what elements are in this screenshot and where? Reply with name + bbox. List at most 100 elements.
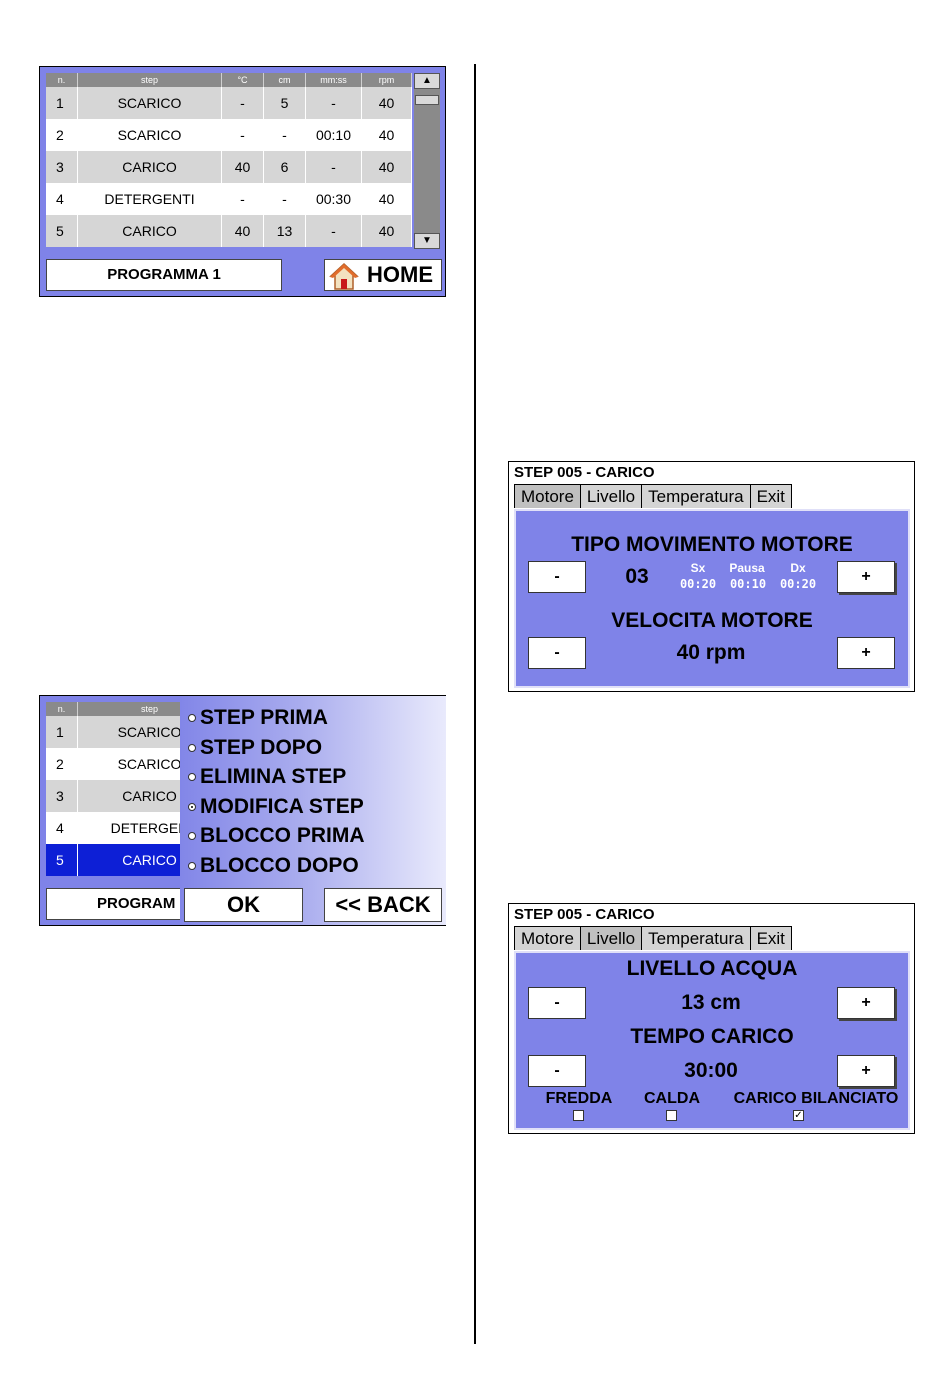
tab-motore[interactable]: Motore xyxy=(514,926,581,950)
movement-minus-button[interactable]: - xyxy=(528,561,586,593)
cell-n: 1 xyxy=(46,716,78,748)
cell-step: SCARICO xyxy=(78,87,222,119)
cell-cm: 6 xyxy=(264,151,306,183)
menu-item-blocco-dopo[interactable]: BLOCCO DOPO xyxy=(188,852,359,880)
tab-motore[interactable]: Motore xyxy=(514,484,581,508)
header-n: n. xyxy=(46,73,78,87)
cell-rpm: 40 xyxy=(362,119,412,151)
cell-time: 00:10 xyxy=(306,119,362,151)
header-n: n. xyxy=(46,702,78,716)
cell-cm: 5 xyxy=(264,87,306,119)
level-panel: LIVELLO ACQUA - 13 cm + TEMPO CARICO - 3… xyxy=(514,951,910,1130)
cell-time: - xyxy=(306,87,362,119)
program-table-screen: n. step °C cm mm:ss rpm 1 SCARICO - 5 - … xyxy=(39,66,446,297)
checkbox-calda[interactable] xyxy=(666,1110,677,1121)
menu-item-blocco-prima[interactable]: BLOCCO PRIMA xyxy=(188,822,365,850)
step-level-screen: STEP 005 - CARICO Motore Livello Tempera… xyxy=(508,903,915,1134)
cell-temp: 40 xyxy=(222,215,264,247)
cell-n: 1 xyxy=(46,87,78,119)
radio-selected-icon xyxy=(188,803,196,811)
ok-button[interactable]: OK xyxy=(184,888,303,922)
cell-n: 2 xyxy=(46,748,78,780)
fill-time-minus-button[interactable]: - xyxy=(528,1055,586,1087)
motor-panel: TIPO MOVIMENTO MOTORE - 03 Sx Pausa Dx 0… xyxy=(514,509,910,688)
menu-item-label: BLOCCO DOPO xyxy=(200,854,359,877)
cell-temp: - xyxy=(222,87,264,119)
cell-n: 4 xyxy=(46,183,78,215)
dx-label: Dx xyxy=(790,561,806,575)
pausa-value: 00:10 xyxy=(729,577,767,591)
fill-time-value: 30:00 xyxy=(684,1059,738,1082)
check-label-carico-bilanciato: CARICO BILANCIATO xyxy=(733,1090,899,1107)
home-icon xyxy=(329,262,359,290)
menu-item-elimina-step[interactable]: ELIMINA STEP xyxy=(188,763,346,791)
cell-step: CARICO xyxy=(78,151,222,183)
cell-n: 5 xyxy=(46,215,78,247)
checkbox-fredda[interactable] xyxy=(573,1110,584,1121)
level-plus-button[interactable]: + xyxy=(837,987,895,1019)
movement-heading: TIPO MOVIMENTO MOTORE xyxy=(571,533,853,556)
sx-value: 00:20 xyxy=(679,577,717,591)
tab-exit[interactable]: Exit xyxy=(749,926,792,950)
header-time: mm:ss xyxy=(306,73,362,87)
table-row[interactable]: 1 SCARICO - 5 - 40 xyxy=(46,87,412,119)
scroll-up-icon[interactable]: ▲ xyxy=(414,73,440,89)
tab-temperatura[interactable]: Temperatura xyxy=(641,926,751,950)
home-button[interactable]: HOME xyxy=(324,259,442,291)
tab-temperatura[interactable]: Temperatura xyxy=(641,484,751,508)
speed-plus-button[interactable]: + xyxy=(837,637,895,669)
checkbox-carico-bilanciato[interactable]: ✓ xyxy=(793,1110,804,1121)
menu-item-step-prima[interactable]: STEP PRIMA xyxy=(188,704,328,732)
radio-icon xyxy=(188,832,196,840)
cell-rpm: 40 xyxy=(362,87,412,119)
tab-bar: Motore Livello Temperatura Exit xyxy=(514,484,792,508)
fill-time-plus-button[interactable]: + xyxy=(837,1055,895,1087)
tab-livello[interactable]: Livello xyxy=(579,484,643,508)
cell-n: 3 xyxy=(46,780,78,812)
page-divider xyxy=(474,64,476,1344)
speed-value: 40 rpm xyxy=(676,641,746,664)
cell-cm: - xyxy=(264,183,306,215)
speed-minus-button[interactable]: - xyxy=(528,637,586,669)
menu-item-modifica-step[interactable]: MODIFICA STEP xyxy=(188,793,364,821)
radio-icon xyxy=(188,862,196,870)
scroll-thumb[interactable] xyxy=(415,95,439,105)
cell-step: CARICO xyxy=(78,215,222,247)
table-row[interactable]: 2 SCARICO - - 00:10 40 xyxy=(46,119,412,151)
cell-rpm: 40 xyxy=(362,215,412,247)
dx-value: 00:20 xyxy=(779,577,817,591)
cell-time: - xyxy=(306,215,362,247)
cell-temp: - xyxy=(222,119,264,151)
table-scrollbar[interactable]: ▲ ▼ xyxy=(414,73,440,249)
tab-livello[interactable]: Livello xyxy=(579,926,643,950)
cell-temp: 40 xyxy=(222,151,264,183)
program-name-button[interactable]: PROGRAMMA 1 xyxy=(46,259,282,291)
header-temp: °C xyxy=(222,73,264,87)
movement-value: 03 xyxy=(625,565,649,588)
cell-n: 3 xyxy=(46,151,78,183)
back-button[interactable]: << BACK xyxy=(324,888,442,922)
fill-time-heading: TEMPO CARICO xyxy=(630,1025,794,1048)
table-body: 1 SCARICO - 5 - 40 2 SCARICO - - 00:10 4… xyxy=(46,87,412,247)
movement-plus-button[interactable]: + xyxy=(837,561,895,593)
menu-item-label: ELIMINA STEP xyxy=(200,765,347,788)
menu-item-label: MODIFICA STEP xyxy=(200,795,364,818)
cell-time: - xyxy=(306,151,362,183)
tab-exit[interactable]: Exit xyxy=(749,484,792,508)
menu-item-step-dopo[interactable]: STEP DOPO xyxy=(188,734,322,762)
table-row[interactable]: 4 DETERGENTI - - 00:30 40 xyxy=(46,183,412,215)
pausa-label: Pausa xyxy=(729,561,765,575)
step-menu-screen: n. step 1 SCARICO 2 SCARICO 3 CARICO 4 D… xyxy=(39,695,446,926)
sx-label: Sx xyxy=(690,561,706,575)
cell-n: 2 xyxy=(46,119,78,151)
level-heading: LIVELLO ACQUA xyxy=(626,957,798,980)
menu-item-label: BLOCCO PRIMA xyxy=(200,824,365,847)
table-row[interactable]: 5 CARICO 40 13 - 40 xyxy=(46,215,412,247)
cell-temp: - xyxy=(222,183,264,215)
cell-cm: 13 xyxy=(264,215,306,247)
radio-icon xyxy=(188,773,196,781)
level-minus-button[interactable]: - xyxy=(528,987,586,1019)
scroll-down-icon[interactable]: ▼ xyxy=(414,233,440,249)
table-row[interactable]: 3 CARICO 40 6 - 40 xyxy=(46,151,412,183)
header-rpm: rpm xyxy=(362,73,412,87)
